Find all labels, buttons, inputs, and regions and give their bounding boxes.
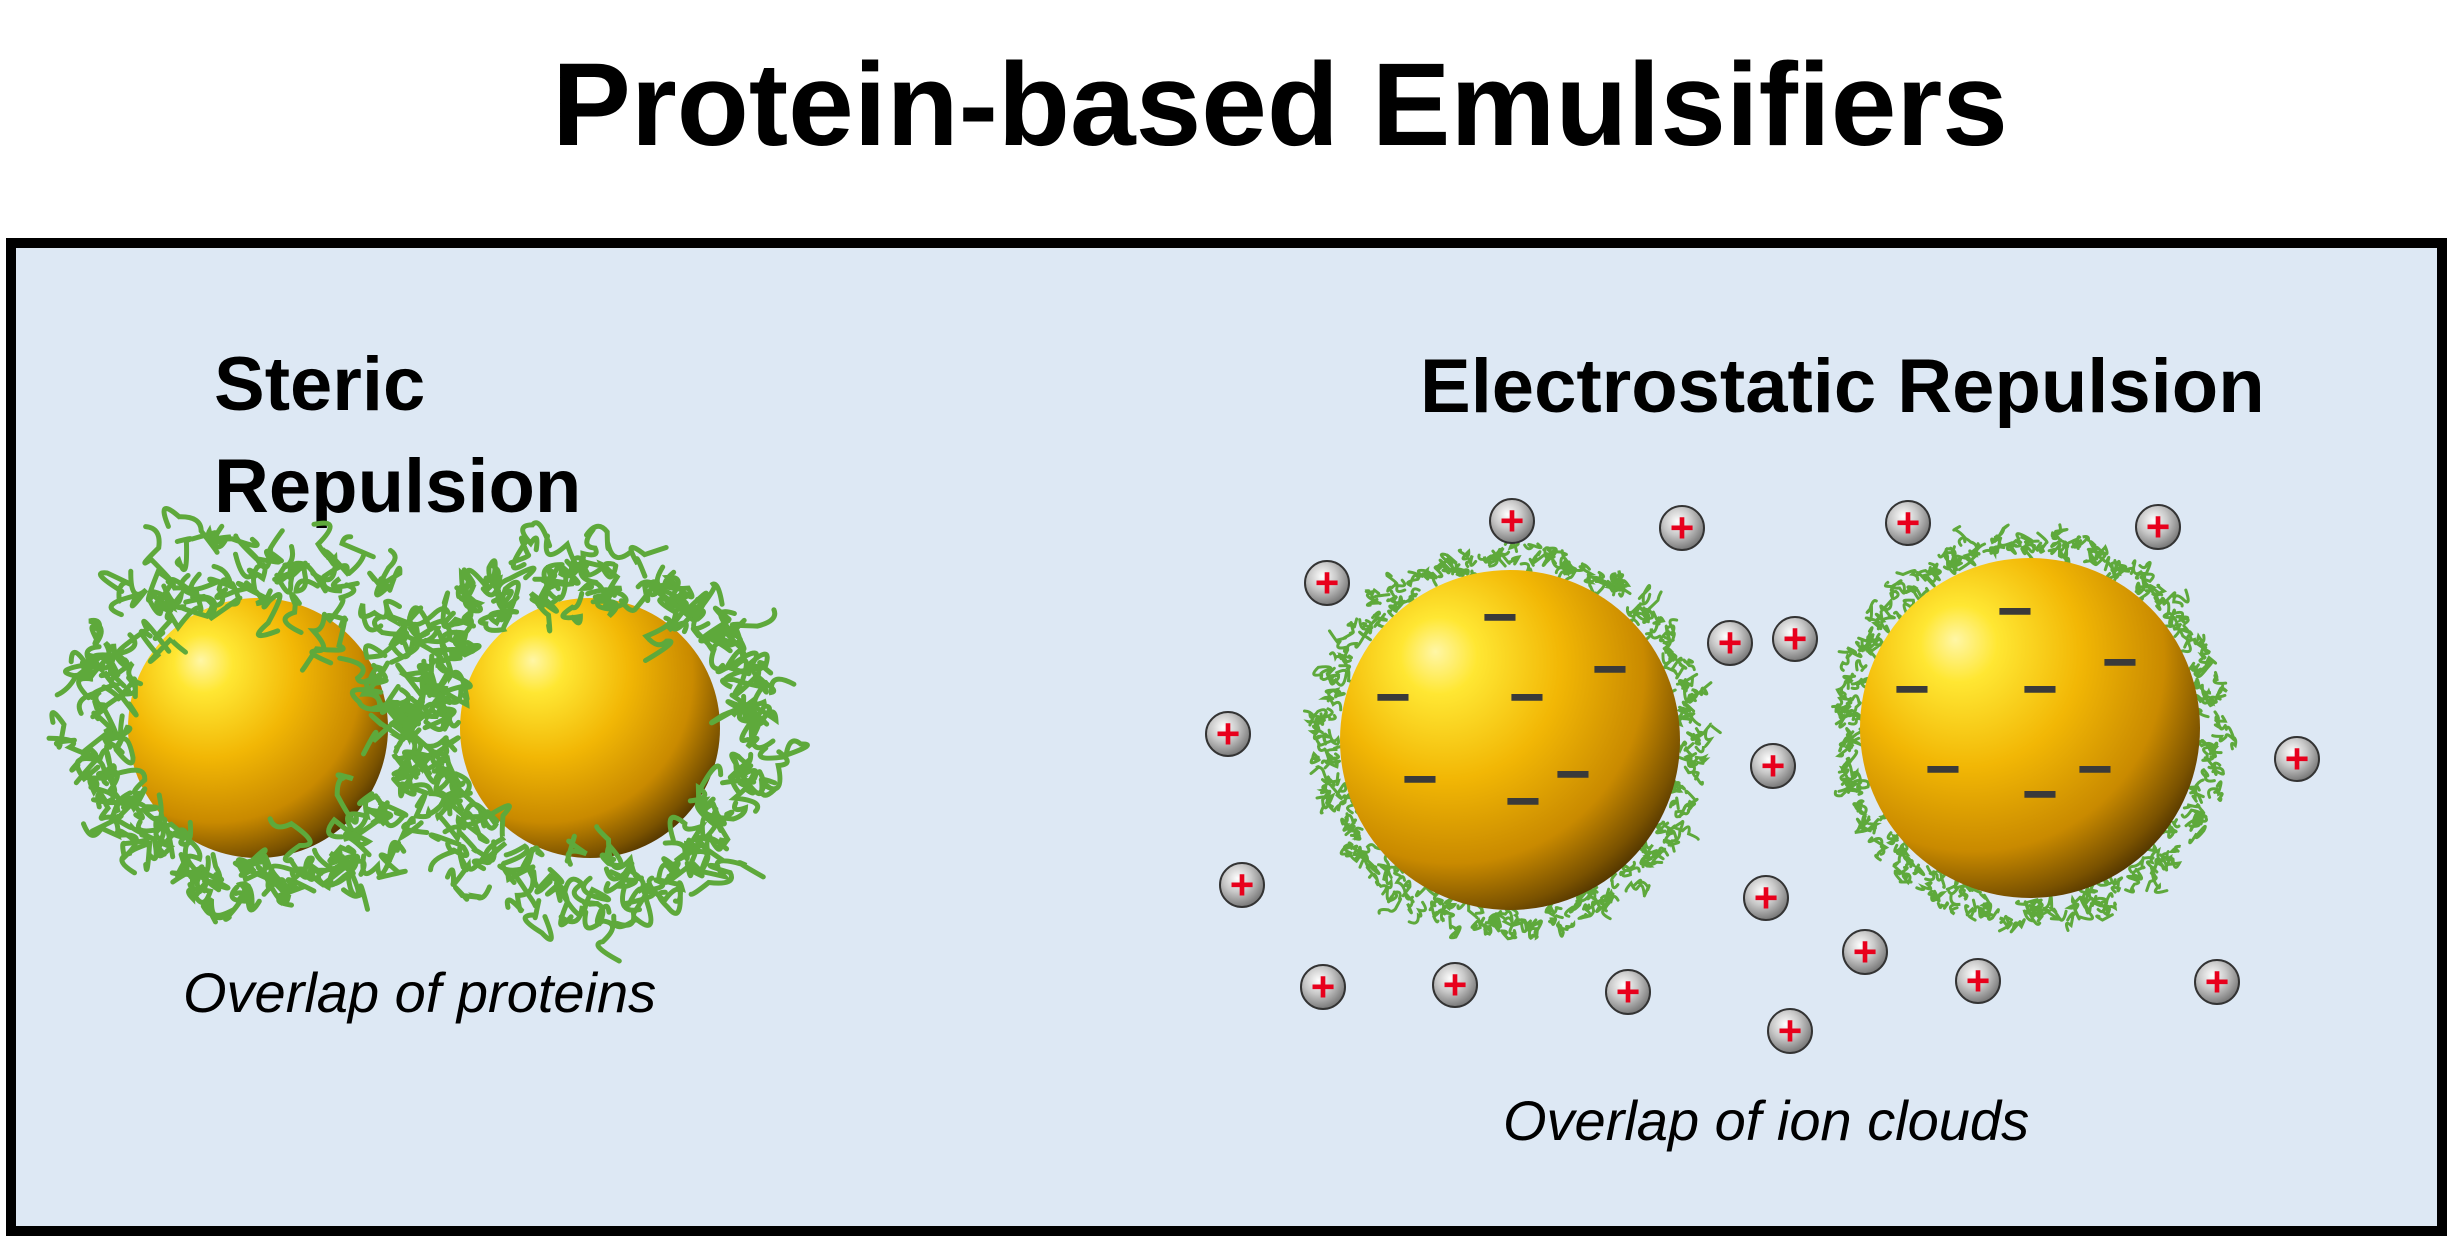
cation-icon: + <box>1885 499 1931 546</box>
cation-icon: + <box>1432 961 1478 1008</box>
oil-droplet <box>128 598 388 858</box>
svg-text:+: + <box>1783 615 1808 662</box>
svg-text:+: + <box>2285 735 2310 782</box>
oil-droplet <box>1860 558 2200 898</box>
cation-icon: + <box>1489 497 1535 544</box>
negative-charge-icon: − <box>1894 655 1930 724</box>
svg-text:+: + <box>1500 497 1525 544</box>
cation-icon: + <box>1842 928 1888 975</box>
svg-text:+: + <box>1718 619 1743 666</box>
cation-icon: + <box>1205 710 1251 757</box>
steric-heading-line1: Steric <box>214 342 425 427</box>
svg-text:+: + <box>1443 961 1468 1008</box>
negative-charge-icon: − <box>2077 735 2113 804</box>
svg-text:+: + <box>1230 861 1255 908</box>
svg-text:+: + <box>1896 499 1921 546</box>
svg-text:+: + <box>1670 504 1695 551</box>
page-title: Protein-based Emulsifiers <box>552 39 2008 171</box>
svg-text:+: + <box>1778 1007 1803 1054</box>
protein-strand <box>380 520 810 964</box>
svg-text:+: + <box>2205 958 2230 1005</box>
svg-text:+: + <box>1754 874 1779 921</box>
negative-charge-icon: − <box>2022 760 2058 829</box>
cation-icon: + <box>1750 742 1796 789</box>
protein-shell <box>380 520 810 964</box>
negative-charge-icon: − <box>1375 663 1411 732</box>
protein-layer <box>1831 523 2238 934</box>
svg-text:+: + <box>1216 710 1241 757</box>
cation-icon: + <box>2274 735 2320 782</box>
counter-ion-cloud: + + + + + + + + + + + + + + + + + + + <box>1205 497 2320 1054</box>
negative-charge-icon: − <box>1402 745 1438 814</box>
electrostatic-heading: Electrostatic Repulsion <box>1420 344 2265 429</box>
negative-charge-icon: − <box>2022 655 2058 724</box>
cation-icon: + <box>1300 963 1346 1010</box>
svg-text:+: + <box>1315 559 1340 606</box>
negative-charge-icon: − <box>1509 663 1545 732</box>
svg-text:+: + <box>1853 928 1878 975</box>
negative-charge-icon: − <box>1592 635 1628 704</box>
svg-text:+: + <box>1616 968 1641 1015</box>
cation-icon: + <box>1659 504 1705 551</box>
cation-icon: + <box>1743 874 1789 921</box>
negative-charge-icon: − <box>2102 628 2138 697</box>
svg-text:+: + <box>1761 742 1786 789</box>
cation-icon: + <box>2135 503 2181 550</box>
svg-text:+: + <box>2146 503 2171 550</box>
cation-icon: + <box>1605 968 1651 1015</box>
electrostatic-droplet-pair: −−−−−−−−−−−−−− +++++++++++++++++++ <box>1205 497 2320 1054</box>
steric-caption: Overlap of proteins <box>183 961 656 1024</box>
svg-text:+: + <box>1311 963 1336 1010</box>
svg-text:+: + <box>1966 957 1991 1004</box>
steric-heading-line2: Repulsion <box>214 444 581 529</box>
cation-icon: + <box>1772 615 1818 662</box>
cation-icon: + <box>1707 619 1753 666</box>
steric-droplet-pair <box>46 506 810 964</box>
cation-icon: + <box>1955 957 2001 1004</box>
negative-charge-icon: − <box>1505 767 1541 836</box>
protein-layer <box>1303 538 1722 941</box>
negative-charge-icon: − <box>1997 577 2033 646</box>
cation-icon: + <box>1219 861 1265 908</box>
negative-charge-icon: − <box>1482 583 1518 652</box>
oil-droplet <box>460 598 720 858</box>
protein-strand <box>1303 538 1722 941</box>
electrostatic-caption: Overlap of ion clouds <box>1503 1089 2029 1152</box>
cation-icon: + <box>2194 958 2240 1005</box>
protein-strand <box>1831 523 2238 934</box>
cation-icon: + <box>1767 1007 1813 1054</box>
surface-charges: −−−−−−−−−−−−−− <box>1375 577 2138 836</box>
oil-droplet <box>1340 570 1680 910</box>
negative-charge-icon: − <box>1925 735 1961 804</box>
negative-charge-icon: − <box>1555 740 1591 809</box>
cation-icon: + <box>1304 559 1350 606</box>
